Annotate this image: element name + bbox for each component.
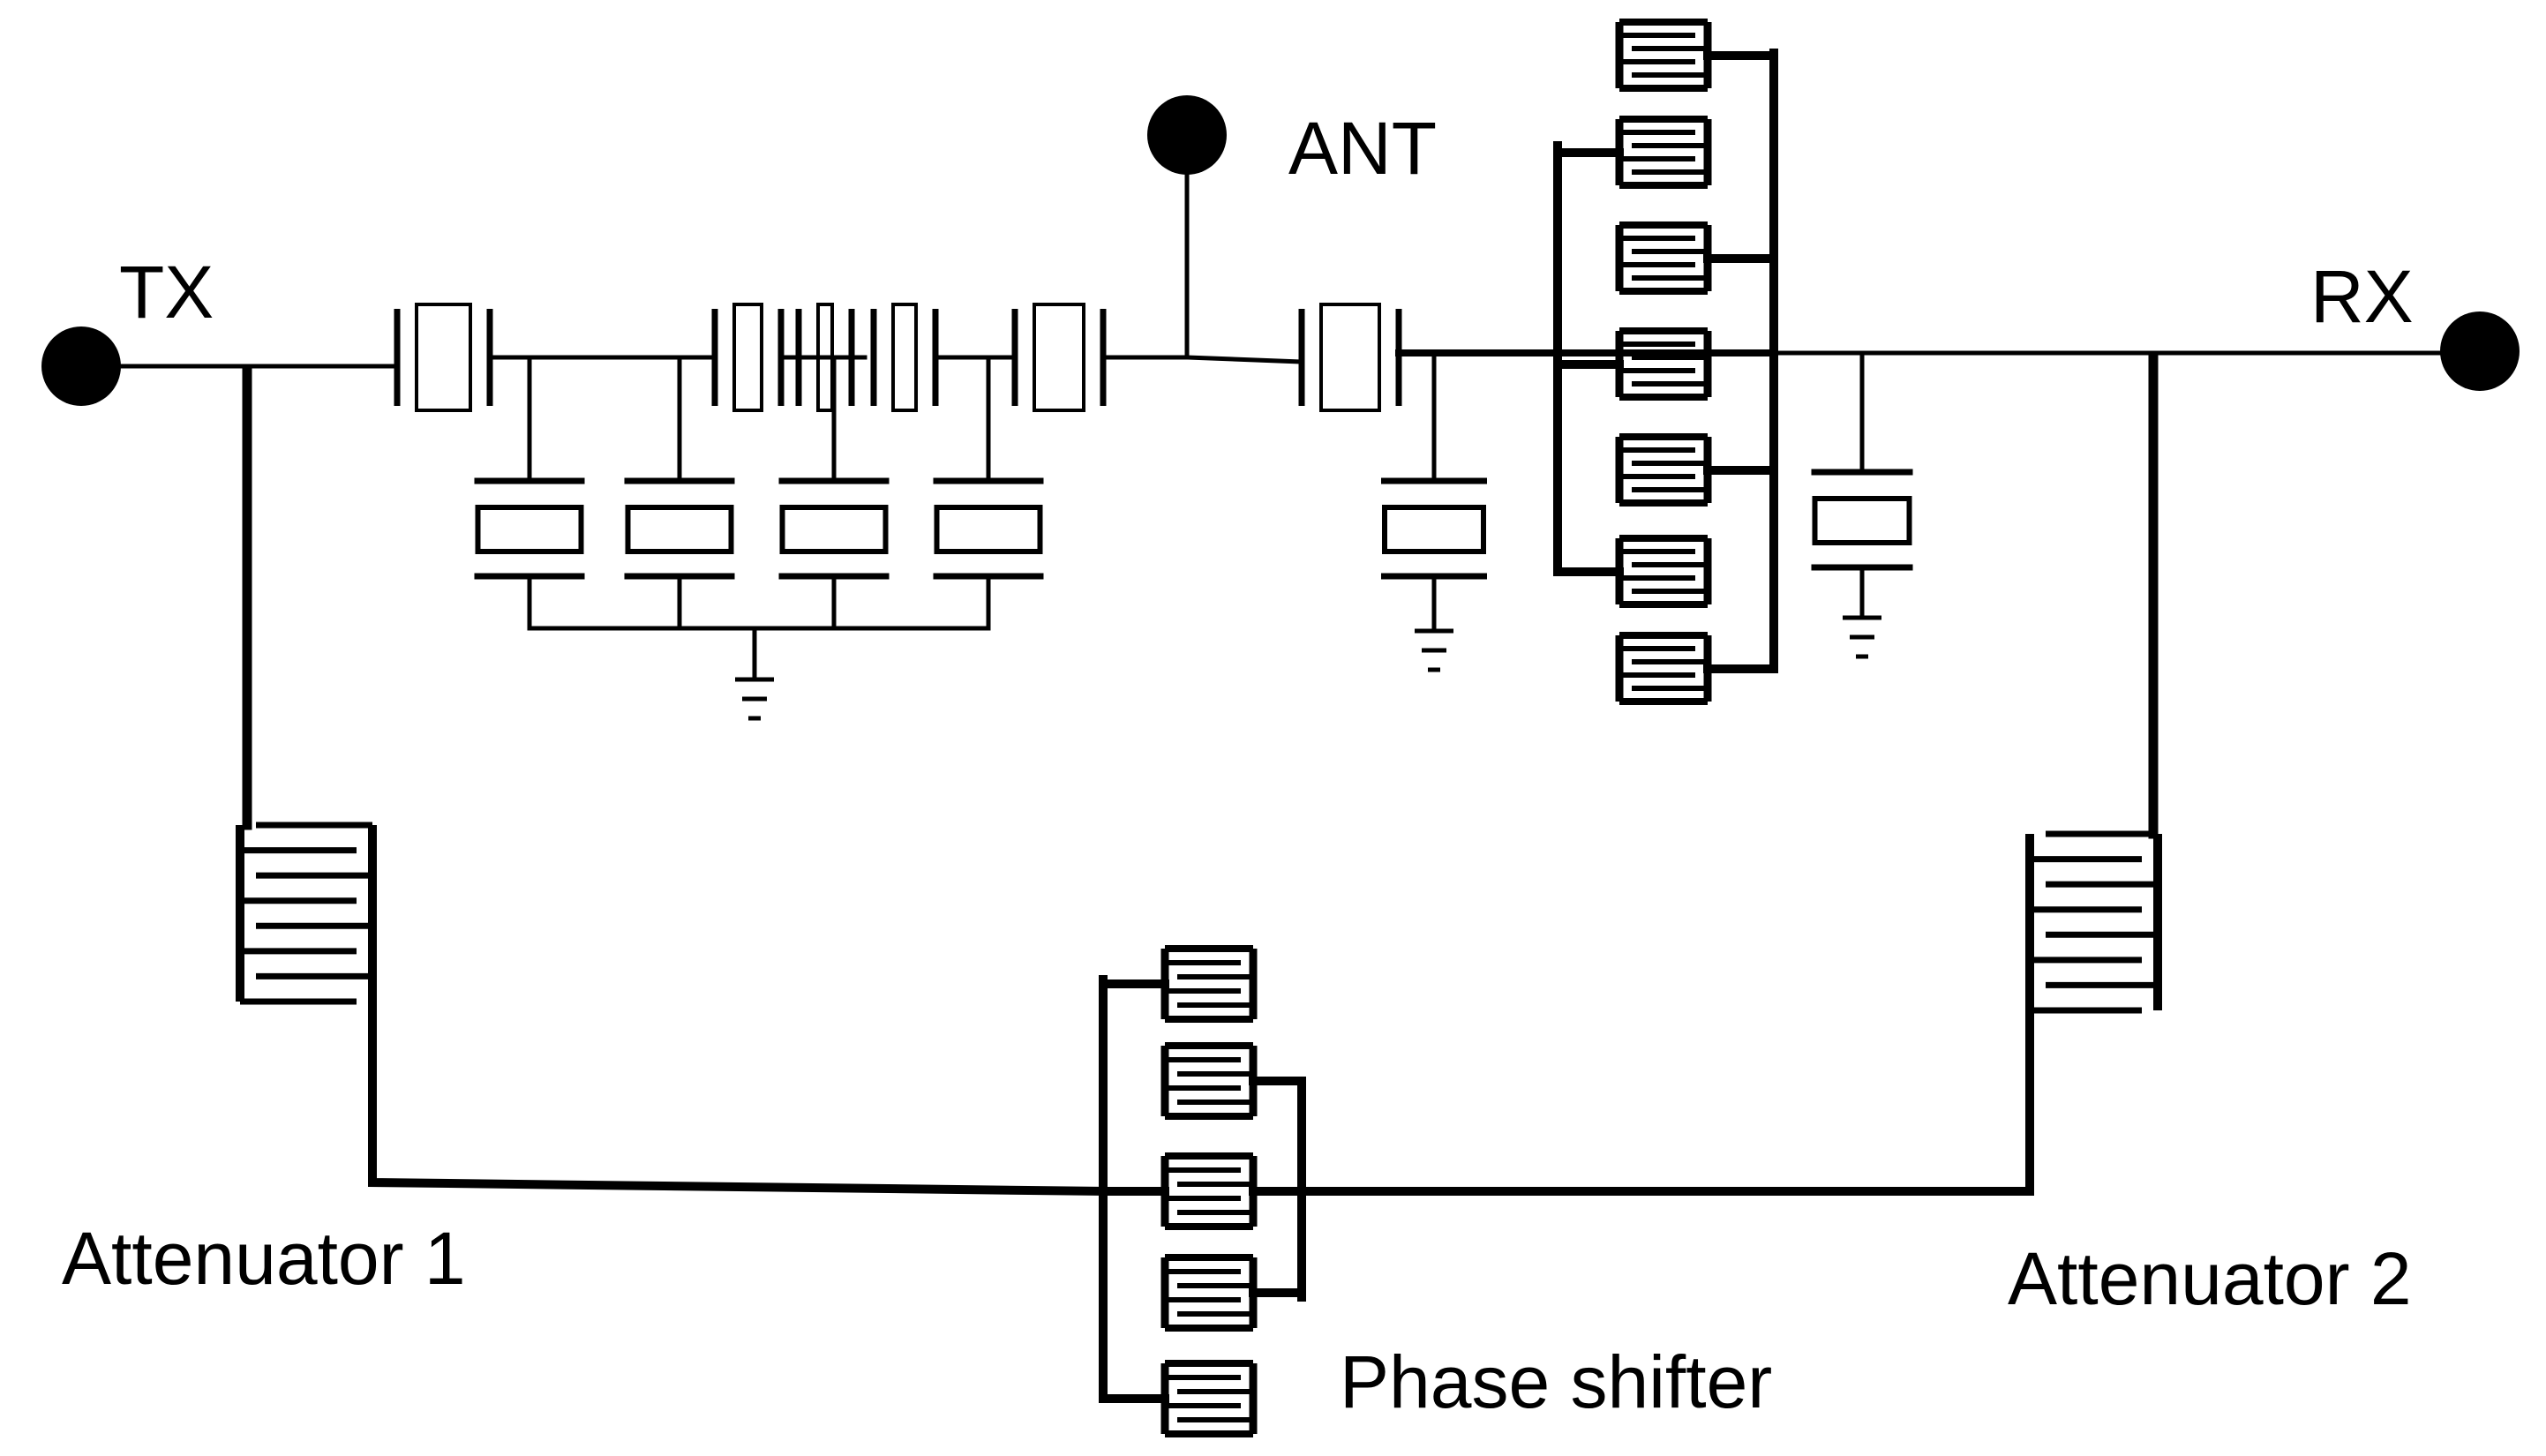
circuit-wiring xyxy=(118,49,2482,1403)
resonator-piezo-body xyxy=(625,505,734,554)
shunt-resonator xyxy=(624,477,735,580)
rx-idt-resonator xyxy=(1615,116,1712,189)
phase-shifter-idt xyxy=(1160,1152,1258,1230)
phase-shifter-idt xyxy=(1160,1042,1258,1120)
resonator-piezo-body xyxy=(415,303,472,412)
resonator-piezo-body xyxy=(1812,496,1912,545)
shunt-resonator xyxy=(1811,469,1913,571)
ground-icon xyxy=(735,677,774,721)
series-resonator xyxy=(711,303,785,412)
ant-label: ANT xyxy=(1288,107,1437,190)
attenuator-1-idt xyxy=(236,822,377,1005)
series-resonator xyxy=(1011,303,1107,412)
phase-shifter-idt xyxy=(1160,1254,1258,1332)
shunt-resonator xyxy=(474,477,585,580)
ground-icon xyxy=(1415,628,1453,672)
attenuator-2-idt xyxy=(2025,830,2162,1014)
rx-idt-resonator xyxy=(1615,221,1712,295)
attenuator-2-output-line xyxy=(1302,931,2034,1196)
resonator-piezo-body xyxy=(1382,505,1486,554)
shunt-resonator xyxy=(933,477,1044,580)
rx-input-line xyxy=(1184,355,1304,364)
ant-port-terminal xyxy=(1147,95,1227,175)
rx-idt-resonator xyxy=(1615,19,1712,92)
rx-idt-resonator xyxy=(1615,535,1712,608)
rx-idt-resonator xyxy=(1615,433,1712,507)
resonator-piezo-body xyxy=(779,505,889,554)
series-resonator xyxy=(394,303,493,412)
tx-label: TX xyxy=(119,251,214,334)
circuit-components xyxy=(236,19,2162,1437)
ground-icon xyxy=(1843,615,1881,659)
attenuator-1-output-line xyxy=(368,949,1108,1197)
series-resonator xyxy=(870,303,939,412)
series-resonator xyxy=(1298,303,1402,412)
shunt-resonator xyxy=(1381,477,1487,580)
phase-shifter-label: Phase shifter xyxy=(1340,1340,1772,1423)
rx-label: RX xyxy=(2310,255,2414,338)
resonator-piezo-body xyxy=(1319,303,1381,412)
resonator-piezo-body xyxy=(816,303,834,412)
tx-port-terminal xyxy=(41,326,121,406)
rx-idt-resonator xyxy=(1615,632,1712,705)
attenuator-1-label: Attenuator 1 xyxy=(62,1217,466,1300)
rx-idt-resonator xyxy=(1615,327,1712,401)
resonator-piezo-body xyxy=(891,303,918,412)
resonator-piezo-body xyxy=(732,303,763,412)
resonator-piezo-body xyxy=(934,505,1043,554)
series-resonator xyxy=(795,303,855,412)
shunt-resonator xyxy=(778,477,890,580)
resonator-piezo-body xyxy=(475,505,584,554)
attenuator-2-label: Attenuator 2 xyxy=(2008,1237,2412,1320)
phase-shifter-idt xyxy=(1160,1360,1258,1437)
rx-port-terminal xyxy=(2440,311,2520,391)
phase-shifter-idt xyxy=(1160,945,1258,1023)
resonator-piezo-body xyxy=(1033,303,1085,412)
